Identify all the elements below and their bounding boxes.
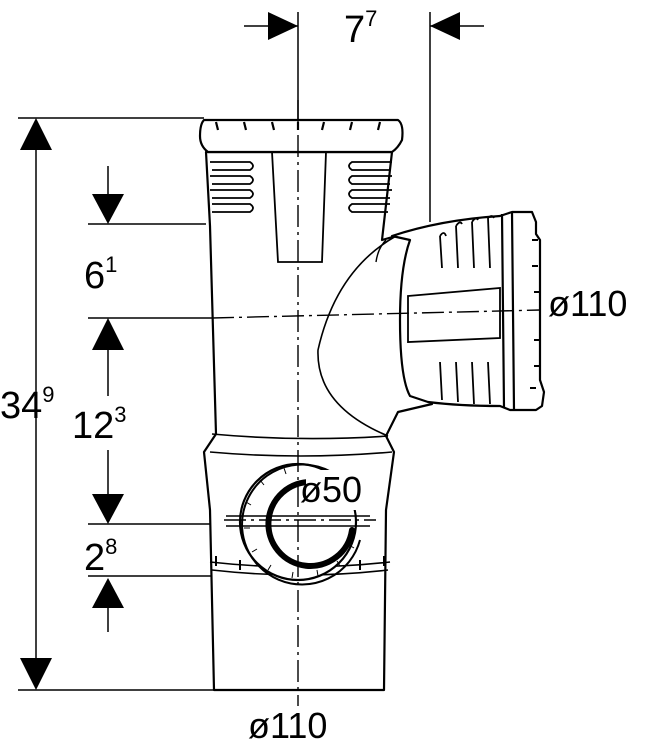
band-teeth [215,556,385,570]
top-socket-teeth [214,121,382,131]
branch-ribs [407,215,501,405]
band-ring-top [211,433,389,440]
arrow-up [92,578,124,608]
branch-sweep-inner [375,239,387,263]
branch-sweep [317,235,397,437]
diameter-bottom: ø110 [248,705,327,744]
dimension-lines [18,12,484,691]
center-lines [211,100,541,706]
arrow-down [20,658,52,690]
main-body [202,150,434,692]
diameter-side-port: ø50 [300,469,362,510]
top-socket [198,118,404,154]
arrow-down [92,194,124,224]
dim-height-mid: 123 [72,402,127,447]
arrow-up [92,318,124,350]
arrow-left [430,12,460,40]
arrow-up [20,118,52,150]
top-ribs [210,151,392,263]
band-ring-2 [209,451,393,457]
arrow-down [92,494,124,524]
diameter-branch: ø110 [548,283,627,324]
dim-height-small: 28 [84,534,117,579]
dim-height-total: 349 [0,382,55,427]
dim-height-upper: 61 [84,252,117,297]
dimension-arrows [20,12,460,690]
dim-top-offset: 77 [344,6,377,51]
branch-flange-notches [530,239,540,389]
labels: 77 61 349 123 28 ø110 ø50 ø110 [0,6,627,744]
arrow-right [268,12,298,40]
